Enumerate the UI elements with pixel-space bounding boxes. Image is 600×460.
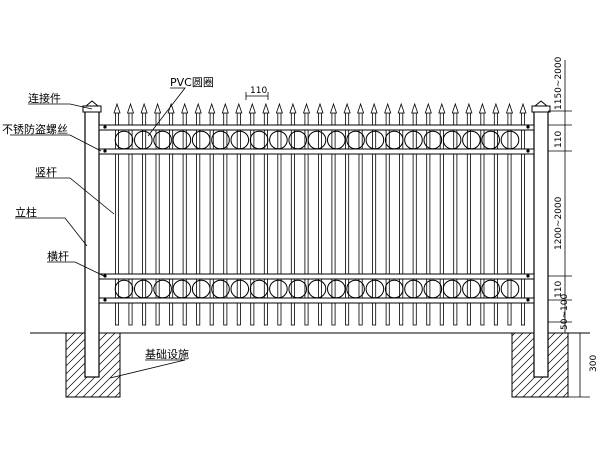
pvc-ring (462, 130, 481, 150)
pvc-ring (153, 279, 172, 299)
picket (329, 102, 338, 326)
picket (154, 102, 162, 326)
picket (302, 102, 311, 326)
picket (370, 102, 378, 326)
label-rail: 横杆 (47, 249, 69, 263)
pvc-ring (404, 130, 423, 150)
pvc-ring (384, 279, 404, 299)
picket (492, 102, 500, 326)
picket (438, 102, 446, 326)
picket (424, 102, 432, 326)
pvc-ring (442, 279, 462, 299)
dimension-picket-spacing-text: 110 (250, 86, 267, 96)
pvc-ring (404, 279, 423, 299)
pvc-ring (365, 279, 385, 299)
dimension-top-gap: 110 (554, 131, 564, 148)
pvc-ring (230, 130, 250, 150)
pvc-ring (462, 279, 481, 299)
pvc-ring (327, 279, 346, 299)
pvc-ring (211, 130, 230, 150)
picket (140, 102, 148, 326)
pvc-ring (269, 130, 288, 150)
pvc-ring (172, 130, 192, 150)
label-post: 立柱 (15, 205, 37, 219)
dimension-rail-gap: 110 (554, 281, 564, 298)
pvc-ring (211, 279, 230, 299)
dimension-bottom-clearance: 50~100 (560, 294, 570, 330)
picket (113, 102, 121, 326)
post-right (531, 100, 551, 378)
label-foundation: 基础设施 (145, 348, 189, 361)
label-picket: 竖杆 (35, 165, 57, 179)
pvc-ring (346, 279, 365, 299)
picket (221, 102, 229, 326)
pvc-ring (481, 130, 501, 150)
picket (289, 102, 297, 326)
pvc-ring (153, 130, 172, 150)
dimension-top-extension: 1150~2000 (554, 56, 564, 110)
pvc-ring (307, 130, 327, 150)
pvc-ring (249, 279, 269, 299)
picket (397, 102, 405, 326)
picket (126, 102, 135, 326)
pvc-ring (442, 130, 462, 150)
picket (384, 102, 392, 326)
label-anti-theft-screw: 不锈防盗螺丝 (2, 122, 68, 136)
pvc-ring (172, 279, 192, 299)
pvc-ring (481, 279, 501, 299)
pvc-ring (114, 130, 134, 150)
label-connector: 连接件 (28, 92, 61, 105)
connector-screws (103, 125, 530, 302)
pvc-ring (500, 130, 520, 150)
pvc-ring (134, 279, 153, 299)
post-left (82, 100, 102, 378)
pvc-ring (230, 279, 250, 299)
pvc-ring (423, 130, 443, 150)
picket (235, 102, 243, 326)
picket (519, 102, 527, 326)
pvc-ring-band-top (114, 130, 520, 150)
label-pvc-ring: PVC圆圈 (170, 76, 214, 89)
picket (357, 102, 365, 326)
picket (505, 102, 514, 326)
picket (411, 102, 419, 326)
pvc-ring (346, 130, 365, 150)
pvc-ring (249, 130, 269, 150)
leader-lines (10, 87, 186, 379)
pvc-ring (114, 279, 134, 299)
dimension-chain-right (548, 60, 590, 398)
picket (478, 102, 486, 326)
pvc-ring (365, 130, 385, 150)
picket (451, 102, 459, 326)
pvc-ring (327, 130, 346, 150)
pvc-ring (191, 279, 211, 299)
picket (275, 102, 283, 326)
pvc-ring (384, 130, 404, 150)
dimension-picket-spacing: 110 (245, 86, 269, 100)
pvc-ring (269, 279, 288, 299)
pvc-ring (288, 279, 308, 299)
picket (316, 102, 324, 326)
pvc-ring (307, 279, 327, 299)
picket (181, 102, 189, 326)
picket (248, 102, 256, 326)
pvc-ring (423, 279, 443, 299)
pvc-ring (500, 279, 520, 299)
picket (194, 102, 202, 326)
dimension-height: 1200~2000 (554, 196, 564, 250)
pvc-ring (288, 130, 308, 150)
dimension-foundation-depth: 300 (589, 355, 599, 372)
picket (208, 102, 216, 326)
pvc-ring-band-bottom (114, 279, 520, 299)
picket (465, 102, 473, 326)
pickets (113, 102, 527, 326)
pvc-ring (191, 130, 211, 150)
picket (343, 102, 351, 326)
pvc-ring (134, 130, 153, 150)
picket (262, 102, 270, 326)
